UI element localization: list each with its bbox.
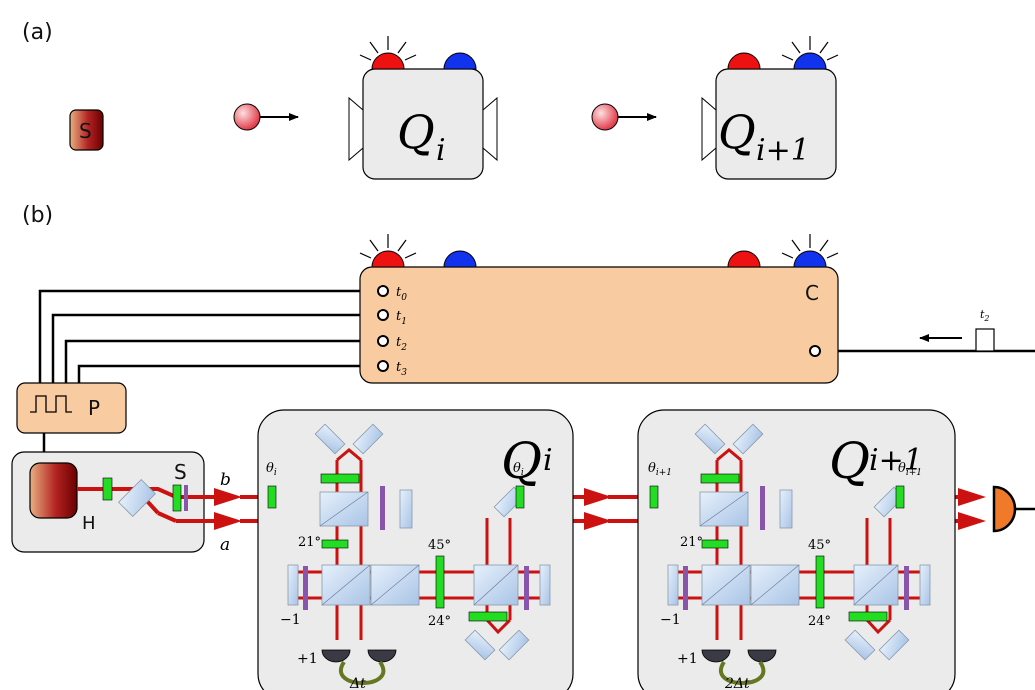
red-lamp [727,52,761,70]
stage-q-i1: Q i+1 [637,409,956,690]
node-q-i: Q i [348,36,498,180]
stage-q-i-main: Q [501,432,542,490]
theta-out-q-i1: θi+1 [898,461,922,478]
controller: C t0 t1 t2 t3 [359,234,839,384]
port-t3: t3 [396,360,407,378]
controller-label: C [805,281,819,305]
node-q-i1: Q i+1 [701,36,839,180]
source-device-a: S [69,109,104,151]
photon-1 [233,103,299,131]
node-q-i-main: Q [397,105,435,159]
half-wave-plate [102,477,113,501]
control-wires [38,289,1035,463]
delay-q-i1: 2Δt [724,676,750,690]
angle-45-q-i1: 45° [808,538,831,553]
stage-q-i-sub: i [543,443,553,478]
stage-q-i1-main: Q [829,432,870,490]
delay-loop [339,660,386,685]
minus-one-q-i: −1 [280,612,301,628]
source-optics: H S b a [82,460,231,555]
node-q-i1-main: Q [718,105,756,159]
stage-q-i1-sub: i+1 [869,443,923,478]
photon-2 [591,103,657,131]
stage-q-i: Q i [257,409,574,690]
blue-lamp [443,52,477,70]
s-label: S [174,460,187,484]
port-t0: t0 [396,285,407,303]
node-q-i-sub: i [436,133,446,168]
source-label: S [79,119,92,143]
angle-21-q-i1: 21° [680,535,703,550]
theta-in-q-i1: θi+1 [648,461,672,478]
incoming-signal: t2 [919,308,995,352]
pulse-label: P [88,396,100,420]
mode-b-label: b [220,470,231,490]
beam-displacer [118,479,156,517]
incoming-signal-label: t2 [980,308,990,323]
beam-arrows [214,488,986,530]
mode-a-label: a [220,535,230,555]
angle-45-q-i: 45° [428,538,451,553]
delay-loop [719,660,766,685]
lamp-rays [781,36,839,61]
panel-label-b: (b) [22,203,53,228]
minus-one-q-i1: −1 [660,612,681,628]
angle-24-q-i: 24° [428,614,451,629]
theta-in-q-i: θi [266,461,277,478]
node-q-i1-sub: i+1 [756,133,810,168]
port-t2: t2 [396,335,407,353]
pulse-generator: P [16,382,127,434]
blue-lamp-lit [793,52,827,70]
plus-one-q-i1: +1 [677,651,698,667]
red-lamp-lit [371,52,405,70]
angle-21-q-i: 21° [298,535,321,550]
h-label: H [82,513,96,534]
panel-label-a: (a) [22,20,53,45]
port-t1: t1 [396,309,407,327]
angle-24-q-i1: 24° [808,614,831,629]
plus-one-q-i: +1 [297,651,318,667]
lamp-rays [359,36,417,61]
theta-out-q-i: θi [513,461,524,478]
output-detector [992,485,1035,533]
delay-q-i: Δt [349,676,366,690]
